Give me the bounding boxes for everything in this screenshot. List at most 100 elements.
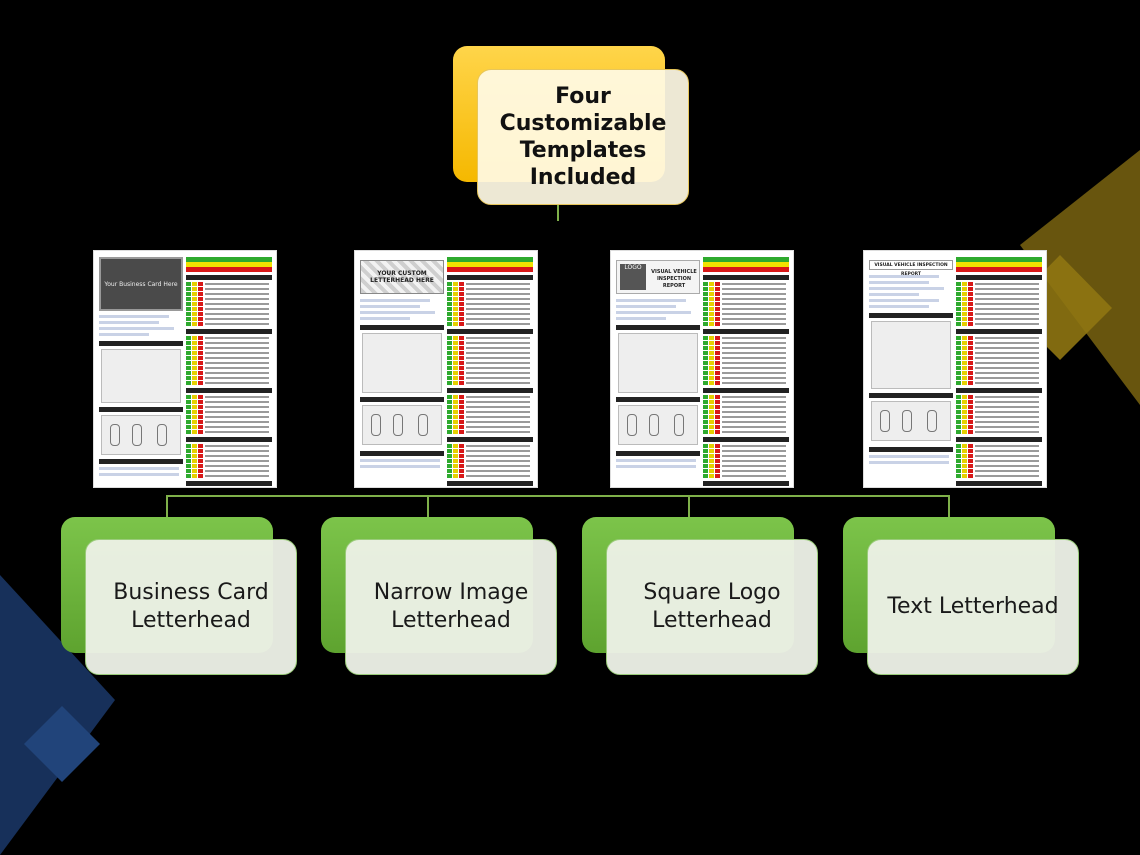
checklist-row — [186, 297, 272, 301]
report-title: VISUAL VEHICLE INSPECTION REPORT — [651, 269, 697, 289]
checklist-row — [447, 346, 533, 350]
logo-placeholder: LOGO — [620, 264, 646, 290]
checklist-section-header — [447, 481, 533, 486]
template-thumbnail-business-card: Your Business Card Here — [93, 250, 277, 488]
checklist-section-header — [703, 329, 789, 334]
checklist-section-header — [956, 437, 1042, 442]
checklist-row — [186, 381, 272, 385]
checklist-row — [186, 474, 272, 478]
checklist-row — [956, 420, 1042, 424]
checklist-row — [956, 371, 1042, 375]
checklist-row — [703, 292, 789, 296]
checklist-row — [186, 449, 272, 453]
checklist-row — [956, 444, 1042, 448]
checklist-row — [447, 322, 533, 326]
template-node-label: Square Logo Letterhead — [643, 580, 781, 633]
checklist-row — [447, 400, 533, 404]
checklist-row — [447, 297, 533, 301]
status-legend — [703, 257, 789, 272]
status-legend — [447, 257, 533, 272]
checklist-row — [447, 459, 533, 463]
checklist-row — [703, 400, 789, 404]
checklist-row — [447, 356, 533, 360]
checklist-row — [186, 346, 272, 350]
checklist-row — [703, 444, 789, 448]
checklist-row — [186, 317, 272, 321]
checklist-row — [956, 425, 1042, 429]
checklist-row — [703, 317, 789, 321]
checklist-row — [447, 430, 533, 434]
checklist-row — [956, 405, 1042, 409]
checklist-row — [703, 366, 789, 370]
checklist-row — [703, 356, 789, 360]
checklist-row — [447, 371, 533, 375]
checklist-row — [703, 361, 789, 365]
template-node-label: Text Letterhead — [887, 594, 1059, 619]
checklist-row — [703, 346, 789, 350]
checklist-row — [447, 307, 533, 311]
checklist-row — [956, 454, 1042, 458]
checklist-section-header — [703, 481, 789, 486]
checklist-section-header — [447, 388, 533, 393]
checklist-section-header — [956, 275, 1042, 280]
checklist-row — [447, 302, 533, 306]
checklist-row — [703, 282, 789, 286]
checklist-section-header — [447, 437, 533, 442]
narrow-letterhead-placeholder: YOUR CUSTOM LETTERHEAD HERE — [360, 260, 444, 294]
checklist-row — [186, 444, 272, 448]
checklist-row — [186, 464, 272, 468]
business-card-placeholder: Your Business Card Here — [99, 257, 183, 311]
checklist-row — [703, 469, 789, 473]
square-logo-letterhead: LOGO VISUAL VEHICLE INSPECTION REPORT — [616, 260, 700, 294]
checklist-column — [186, 257, 272, 486]
checklist-row — [447, 444, 533, 448]
checklist-row — [956, 302, 1042, 306]
checklist-row — [186, 312, 272, 316]
checklist-row — [447, 351, 533, 355]
checklist-row — [956, 292, 1042, 296]
checklist-row — [703, 425, 789, 429]
checklist-row — [186, 356, 272, 360]
checklist-row — [447, 405, 533, 409]
checklist-row — [447, 292, 533, 296]
checklist-row — [956, 381, 1042, 385]
checklist-row — [956, 376, 1042, 380]
checklist-section-header — [956, 481, 1042, 486]
checklist-row — [186, 307, 272, 311]
checklist-row — [447, 425, 533, 429]
checklist-row — [447, 474, 533, 478]
checklist-section-header — [447, 275, 533, 280]
checklist-row — [703, 410, 789, 414]
checklist-row — [447, 317, 533, 321]
checklist-row — [703, 430, 789, 434]
checklist-row — [186, 400, 272, 404]
checklist-row — [703, 405, 789, 409]
checklist-row — [956, 322, 1042, 326]
checklist-row — [186, 302, 272, 306]
checklist-row — [186, 322, 272, 326]
checklist-row — [956, 469, 1042, 473]
checklist-row — [447, 410, 533, 414]
checklist-row — [956, 341, 1042, 345]
checklist-row — [956, 356, 1042, 360]
checklist-row — [956, 361, 1042, 365]
checklist-row — [956, 297, 1042, 301]
checklist-row — [186, 351, 272, 355]
checklist-section-header — [703, 275, 789, 280]
checklist-row — [447, 361, 533, 365]
connector-drop-1 — [166, 495, 168, 517]
checklist-section-header — [186, 388, 272, 393]
checklist-row — [186, 371, 272, 375]
checklist-row — [703, 449, 789, 453]
template-thumbnail-square-logo: LOGO VISUAL VEHICLE INSPECTION REPORT — [610, 250, 794, 488]
checklist-row — [186, 366, 272, 370]
checklist-row — [447, 381, 533, 385]
template-node-3: Square Logo Letterhead — [606, 539, 818, 675]
checklist-row — [186, 469, 272, 473]
checklist-row — [186, 410, 272, 414]
checklist-section-header — [186, 437, 272, 442]
checklist-row — [956, 415, 1042, 419]
template-thumbnail-text: VISUAL VEHICLE INSPECTION REPORT — [863, 250, 1047, 488]
checklist-row — [447, 469, 533, 473]
checklist-row — [186, 376, 272, 380]
